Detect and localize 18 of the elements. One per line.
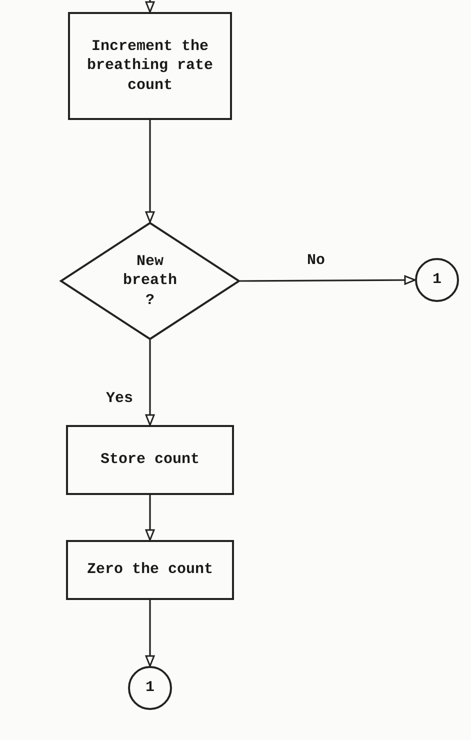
- arrow: [145, 120, 155, 223]
- arrow: [145, 495, 155, 541]
- node-label: Increment the breathing rate count: [86, 36, 214, 96]
- arrow: [145, 600, 155, 667]
- process-box: [66, 425, 234, 495]
- node-label: 1: [145, 678, 154, 698]
- node-label: New breath ?: [122, 252, 178, 310]
- process-box: [66, 540, 234, 600]
- decision-diamond: [60, 222, 240, 340]
- arrow: [145, 0, 155, 13]
- node-label: Store count: [100, 450, 200, 470]
- arrow: [240, 275, 416, 285]
- connector-circle: [128, 666, 172, 710]
- process-box: [68, 12, 232, 120]
- arrow: [145, 340, 155, 426]
- node-label: 1: [432, 270, 442, 290]
- connector-circle: [415, 258, 459, 302]
- node-label: Zero the count: [86, 560, 214, 580]
